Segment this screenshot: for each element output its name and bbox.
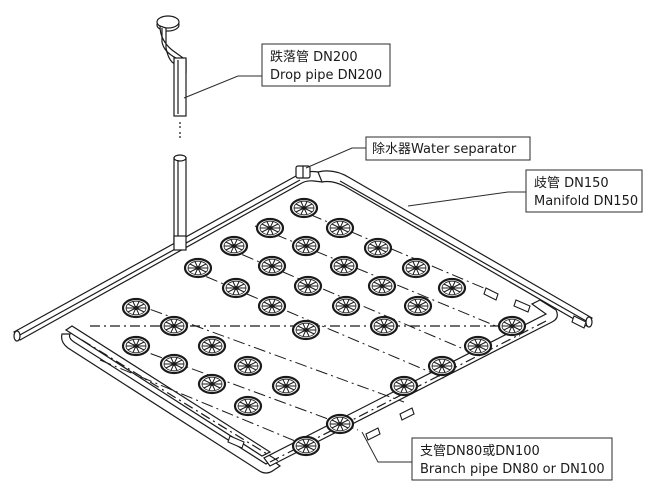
nozzle-icon xyxy=(159,315,189,337)
callout-manifold: 歧管 DN150 Manifold DN150 xyxy=(407,169,643,213)
nozzle-icon xyxy=(121,335,151,357)
drop-pipe-label-en: Drop pipe DN200 xyxy=(270,68,382,83)
nozzle-icon xyxy=(291,319,321,341)
nozzle-icon xyxy=(437,277,467,299)
nozzle-icon xyxy=(159,353,189,375)
nozzle-icon xyxy=(363,237,393,259)
nozzle-icon xyxy=(221,277,251,299)
manifold-label-cn: 歧管 DN150 xyxy=(534,176,609,191)
nozzle-icon xyxy=(291,435,321,457)
nozzle-icon xyxy=(497,315,527,337)
nozzle-icon xyxy=(427,355,457,377)
branch-pipe-label-en: Branch pipe DN80 or DN100 xyxy=(420,462,605,477)
nozzle-icon xyxy=(389,375,419,397)
nozzle-icon xyxy=(183,257,213,279)
manifold-label-en: Manifold DN150 xyxy=(534,194,638,209)
callout-branch-pipe: 支管DN80或DN100 Branch pipe DN80 or DN100 xyxy=(361,431,613,481)
callout-drop-pipe: 跌落管 DN200 Drop pipe DN200 xyxy=(183,43,391,99)
nozzle-icon xyxy=(325,217,355,239)
nozzle-icon xyxy=(331,295,361,317)
nozzle-icon xyxy=(257,255,287,277)
water-separator-label: 除水器Water separator xyxy=(372,142,517,157)
nozzle-icon xyxy=(463,335,493,357)
nozzle-icon xyxy=(271,375,301,397)
nozzle-icon xyxy=(233,355,263,377)
nozzle-icon xyxy=(325,413,355,435)
branch-pipe-label-cn: 支管DN80或DN100 xyxy=(420,444,540,459)
nozzle-icon xyxy=(197,373,227,395)
nozzle-icon xyxy=(257,295,287,317)
nozzle-icon xyxy=(219,235,249,257)
drop-pipe-label-cn: 跌落管 DN200 xyxy=(270,49,358,65)
water-separator xyxy=(295,165,311,179)
nozzle-icon xyxy=(369,315,399,337)
branch-pipe-caps xyxy=(227,287,587,449)
nozzle-icon xyxy=(403,295,433,317)
nozzle-icon xyxy=(401,257,431,279)
nozzle-icon xyxy=(197,335,227,357)
drop-pipe xyxy=(156,15,187,249)
manifold-pipe xyxy=(13,170,593,342)
nozzle-icon xyxy=(233,395,263,417)
nozzle-icon xyxy=(289,197,319,219)
nozzle-group xyxy=(121,197,527,457)
nozzle-icon xyxy=(329,255,359,277)
nozzle-icon xyxy=(293,275,323,297)
nozzle-icon xyxy=(367,275,397,297)
callout-water-separator: 除水器Water separator xyxy=(305,136,531,169)
nozzle-icon xyxy=(291,235,321,257)
nozzle-icon xyxy=(255,217,285,239)
nozzle-icon xyxy=(121,297,151,319)
